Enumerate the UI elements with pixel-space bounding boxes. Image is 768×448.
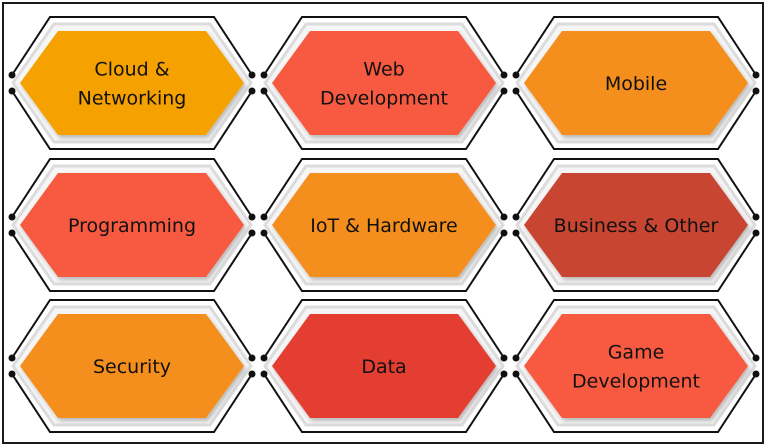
tile-label: IoT & Hardware: [310, 215, 457, 237]
bottom-bracket-line: [515, 90, 757, 150]
tile-label: Programming: [68, 215, 196, 237]
tile-hexagon: [20, 31, 244, 135]
bracket-end-dot: [260, 354, 268, 362]
top-bracket-line: [263, 299, 505, 359]
bracket-end-dot: [248, 213, 256, 221]
tile-label: Cloud & Networking: [78, 59, 187, 110]
tile-hexagon: [524, 173, 748, 277]
bottom-bracket-line: [515, 373, 757, 433]
bracket-end-dot: [512, 71, 520, 79]
top-bracket-line: [11, 16, 253, 76]
category-tile: Cloud & Networking: [8, 16, 256, 150]
tile-label-line: IoT & Hardware: [310, 215, 457, 237]
bracket-end-dot: [248, 71, 256, 79]
category-tile: Programming: [8, 158, 256, 292]
tile-hexagon: [20, 173, 244, 277]
tile-label-line: Programming: [68, 215, 196, 237]
tile-label-line: Cloud &: [94, 59, 169, 81]
bracket-end-dot: [260, 370, 268, 378]
top-bracket-line: [515, 158, 757, 218]
top-bracket-line: [263, 158, 505, 218]
bracket-end-dot: [260, 87, 268, 95]
bracket-end-dot: [248, 229, 256, 237]
bottom-bracket-line: [263, 90, 505, 150]
tile-label-line: Business & Other: [554, 215, 719, 237]
tile-label-line: Data: [361, 356, 406, 378]
bracket-end-dot: [500, 71, 508, 79]
bracket-end-dot: [248, 87, 256, 95]
bracket-end-dot: [512, 87, 520, 95]
bracket-end-dot: [500, 370, 508, 378]
bracket-end-dot: [8, 213, 16, 221]
bottom-bracket-line: [11, 232, 253, 292]
bracket-end-dot: [512, 370, 520, 378]
tile-label: Business & Other: [554, 215, 719, 237]
tile-label: Data: [361, 356, 406, 378]
bracket-end-dot: [512, 229, 520, 237]
category-tile: Business & Other: [512, 158, 760, 292]
top-bracket-line: [515, 16, 757, 76]
category-tile: Mobile: [512, 16, 760, 150]
tile-label: Mobile: [605, 73, 667, 95]
tile-label-line: Development: [320, 88, 448, 110]
bottom-bracket-line: [263, 232, 505, 292]
bracket-end-dot: [8, 71, 16, 79]
category-tile: Data: [260, 299, 508, 433]
bracket-end-dot: [248, 354, 256, 362]
top-bracket-line: [263, 16, 505, 76]
tile-label: Security: [93, 356, 171, 378]
tile-hexagon: [272, 31, 496, 135]
tile-hexagon: [272, 173, 496, 277]
bottom-bracket-line: [263, 373, 505, 433]
bracket-end-dot: [260, 213, 268, 221]
bracket-end-dot: [500, 213, 508, 221]
category-tile: IoT & Hardware: [260, 158, 508, 292]
bracket-end-dot: [248, 370, 256, 378]
category-tile: Security: [8, 299, 256, 433]
bracket-end-dot: [260, 71, 268, 79]
tile-hexagon: [524, 314, 748, 418]
bracket-end-dot: [8, 370, 16, 378]
tile-hexagon: [272, 314, 496, 418]
top-bracket-line: [515, 299, 757, 359]
bracket-end-dot: [8, 354, 16, 362]
bracket-end-dot: [752, 354, 760, 362]
tile-label-line: Networking: [78, 88, 187, 110]
bottom-bracket-line: [11, 373, 253, 433]
bracket-end-dot: [500, 354, 508, 362]
bottom-bracket-line: [11, 90, 253, 150]
bracket-end-dot: [260, 229, 268, 237]
bracket-end-dot: [500, 87, 508, 95]
bracket-end-dot: [8, 87, 16, 95]
bracket-end-dot: [512, 213, 520, 221]
top-bracket-line: [11, 158, 253, 218]
bracket-end-dot: [500, 229, 508, 237]
tile-hexagon: [20, 314, 244, 418]
tile-label-line: Development: [572, 371, 700, 393]
tile-label-line: Security: [93, 356, 171, 378]
tile-label-line: Mobile: [605, 73, 667, 95]
top-bracket-line: [11, 299, 253, 359]
tile-label-line: Game: [608, 342, 665, 364]
bracket-end-dot: [752, 229, 760, 237]
tile-label-line: Web: [363, 59, 404, 81]
bracket-end-dot: [752, 87, 760, 95]
bracket-end-dot: [752, 370, 760, 378]
bottom-bracket-line: [515, 232, 757, 292]
tile-hexagon: [524, 31, 748, 135]
bracket-end-dot: [8, 229, 16, 237]
bracket-end-dot: [752, 213, 760, 221]
bracket-end-dot: [512, 354, 520, 362]
bracket-end-dot: [752, 71, 760, 79]
